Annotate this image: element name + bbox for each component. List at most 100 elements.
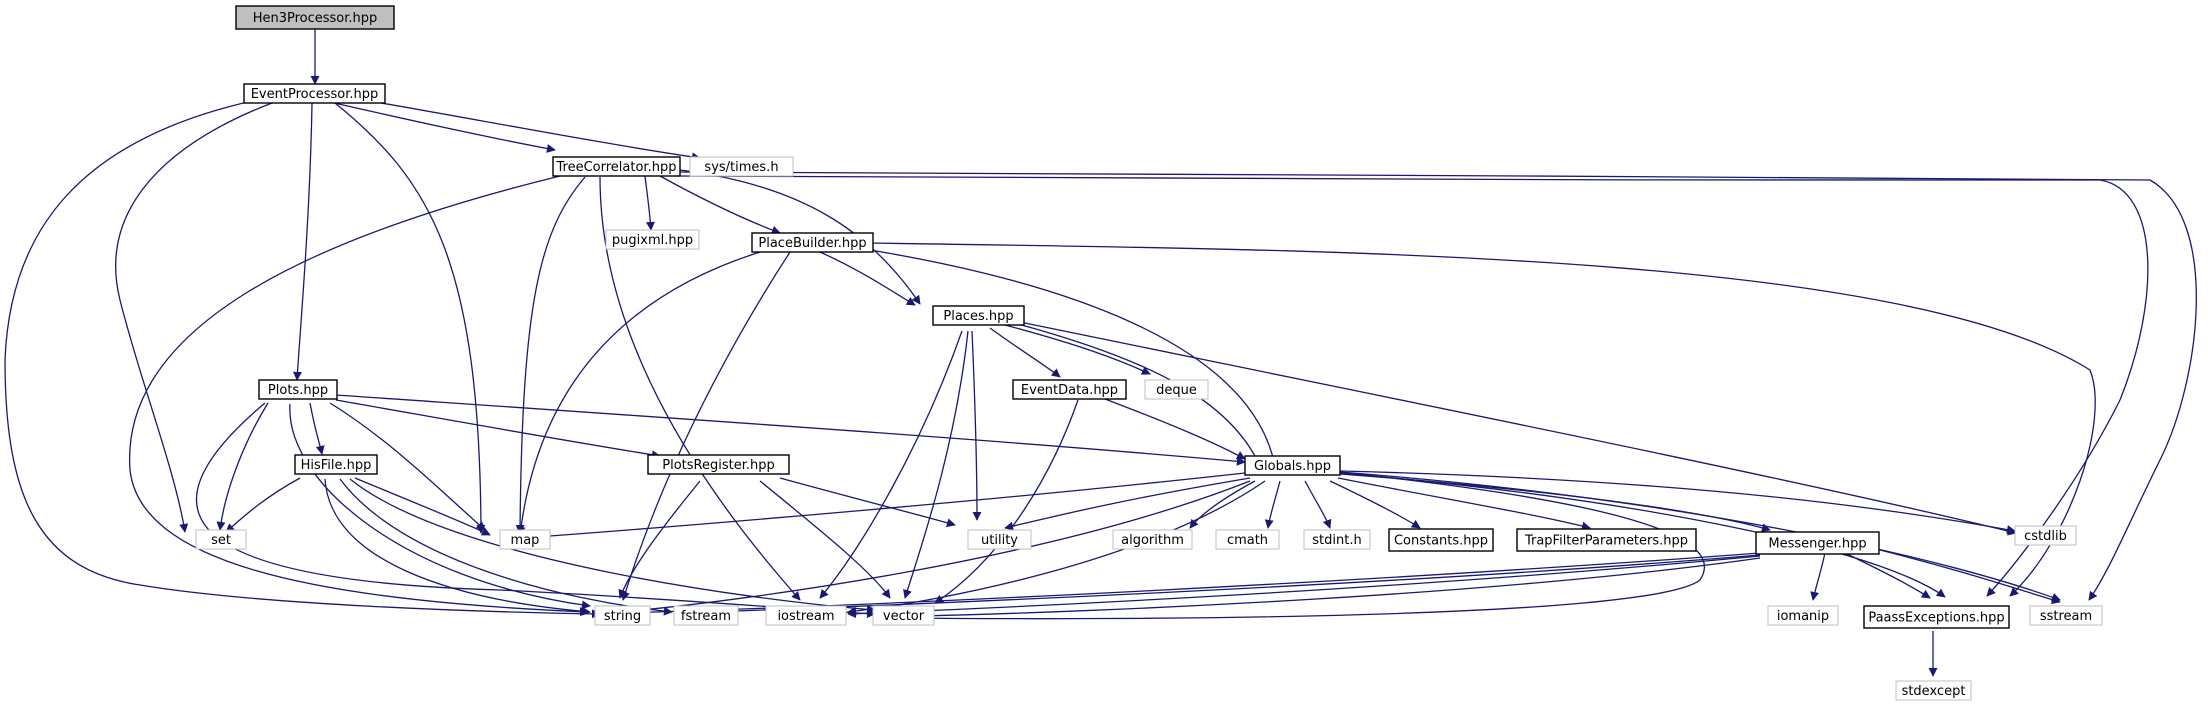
edge-globals-stdint [1304, 480, 1332, 529]
edge-placebuilder-map [516, 251, 761, 536]
edge-globals-cstdlib [1339, 470, 2016, 534]
node-stdint: stdint.h [1303, 529, 1371, 550]
edge-messenger-vector [917, 557, 1761, 621]
edge-globals-constants [1329, 480, 1421, 529]
edge-globals-paassexc [1339, 472, 1946, 598]
node-trapfilter[interactable]: TrapFilterParameters.hpp [1516, 528, 1697, 552]
node-label-messenger: Messenger.hpp [1768, 537, 1866, 552]
edge-placebuilder-string [621, 251, 791, 601]
edge-eventdata-vector [934, 399, 1079, 604]
node-label-eventproc: EventProcessor.hpp [251, 87, 379, 102]
edge-messenger-string [621, 552, 1761, 618]
edge-plots-string [289, 403, 591, 610]
node-box-iostream [765, 605, 847, 626]
node-iomanip: iomanip [1767, 605, 1839, 626]
edge-placebuilder-paassexc [869, 242, 2096, 597]
dependency-nodes: Hen3Processor.hppEventProcessor.hppTreeC… [195, 5, 2103, 701]
node-box-algorithm [1112, 529, 1193, 550]
node-plotsreg[interactable]: PlotsRegister.hpp [647, 454, 790, 475]
node-label-stdint: stdint.h [1312, 533, 1361, 548]
node-label-set: set [211, 533, 231, 548]
node-label-eventdata: EventData.hpp [1021, 383, 1118, 398]
node-placebuilder[interactable]: PlaceBuilder.hpp [751, 232, 874, 253]
edge-places-vector [903, 330, 969, 599]
node-box-globals [1244, 455, 1341, 476]
node-cstdlib: cstdlib [2014, 525, 2077, 546]
edge-globals-vector [904, 471, 1705, 623]
node-eventproc[interactable]: EventProcessor.hpp [243, 83, 386, 104]
edge-places-utility [971, 330, 982, 521]
node-iostream: iostream [765, 605, 847, 626]
node-paassexc[interactable]: PaassExceptions.hpp [1863, 605, 2010, 629]
node-box-hisfile [294, 454, 378, 475]
edge-hisfile-vector [349, 478, 876, 614]
node-label-vector: vector [883, 609, 925, 624]
edge-eventprocessor-treecorrelator [329, 101, 556, 153]
node-cmath: cmath [1215, 529, 1280, 550]
node-label-algorithm: algorithm [1121, 533, 1184, 548]
node-label-hen3: Hen3Processor.hpp [253, 11, 378, 26]
edge-hisfile-string [324, 478, 591, 616]
edge-globals-algorithm [1189, 480, 1256, 529]
node-label-globals: Globals.hpp [1254, 459, 1331, 474]
edge-plots-hisfile [309, 402, 325, 455]
node-messenger[interactable]: Messenger.hpp [1755, 531, 1880, 555]
edge-plots-map [329, 402, 486, 531]
edge-messenger-iomanip [1810, 552, 1826, 601]
node-systimes: sys/times.h [689, 156, 794, 177]
edge-placebuilder-globals [869, 249, 1278, 467]
edge-globals-utility [1004, 477, 1251, 531]
edge-globals-iostream [847, 480, 1266, 616]
node-box-systimes [689, 156, 794, 177]
node-label-iostream: iostream [777, 609, 834, 624]
edge-treecorrelator-iostream [599, 176, 801, 601]
edge-placebuilder-places [819, 251, 916, 306]
edge-places-cstdlib [1019, 321, 2017, 536]
edge-plots-plotsregister [335, 399, 661, 460]
edge-treecorrelator-string [129, 175, 589, 617]
node-label-hisfile: HisFile.hpp [301, 458, 372, 473]
node-box-placebuilder [751, 232, 874, 253]
edge-globals-map [522, 472, 1246, 542]
edge-treecorrelator-places [679, 169, 921, 305]
node-box-plotsreg [647, 454, 790, 475]
edge-eventdata-globals [1104, 398, 1246, 460]
node-places[interactable]: Places.hpp [932, 305, 1025, 326]
edge-messenger-paassexc [1844, 552, 1931, 599]
edge-plotsregister-vector [759, 480, 891, 599]
node-box-string [594, 605, 651, 626]
node-pugixml: pugixml.hpp [605, 229, 700, 250]
node-label-map: map [511, 533, 540, 548]
node-box-constants [1388, 528, 1494, 552]
edge-hisfile-map [354, 477, 491, 536]
edge-globals-trapfilter [1337, 477, 1591, 531]
node-label-pugixml: pugixml.hpp [612, 233, 693, 248]
edge-plotsregister-string [618, 480, 701, 599]
node-box-plots [258, 379, 338, 400]
edge-eventprocessor-set [115, 102, 273, 533]
node-label-stdexcept: stdexcept [1902, 684, 1966, 699]
node-deque: deque [1144, 379, 1209, 400]
node-vector: vector [872, 605, 935, 626]
node-label-placebuilder: PlaceBuilder.hpp [758, 236, 866, 251]
node-hen3[interactable]: Hen3Processor.hpp [235, 5, 395, 30]
node-eventdata[interactable]: EventData.hpp [1012, 379, 1127, 400]
edge-treecorrelator-placebuilder [659, 175, 781, 235]
edge-treecorrelator-pugixml [644, 175, 655, 231]
node-globals[interactable]: Globals.hpp [1244, 455, 1341, 476]
node-label-plotsreg: PlotsRegister.hpp [662, 458, 774, 473]
node-label-cstdlib: cstdlib [2024, 529, 2067, 544]
node-box-eventproc [243, 83, 386, 104]
node-box-utility [967, 529, 1032, 550]
node-box-fstream [673, 605, 739, 626]
node-box-treecorr [552, 156, 681, 177]
node-label-deque: deque [1156, 383, 1197, 398]
edge-places-deque [1004, 324, 1151, 375]
edge-places-iostream [819, 330, 963, 599]
node-constants[interactable]: Constants.hpp [1388, 528, 1494, 552]
node-box-hen3 [235, 5, 395, 30]
node-hisfile[interactable]: HisFile.hpp [294, 454, 378, 475]
node-treecorr[interactable]: TreeCorrelator.hpp [552, 156, 681, 177]
node-plots[interactable]: Plots.hpp [258, 379, 338, 400]
edge-places-eventdata [989, 327, 1061, 378]
